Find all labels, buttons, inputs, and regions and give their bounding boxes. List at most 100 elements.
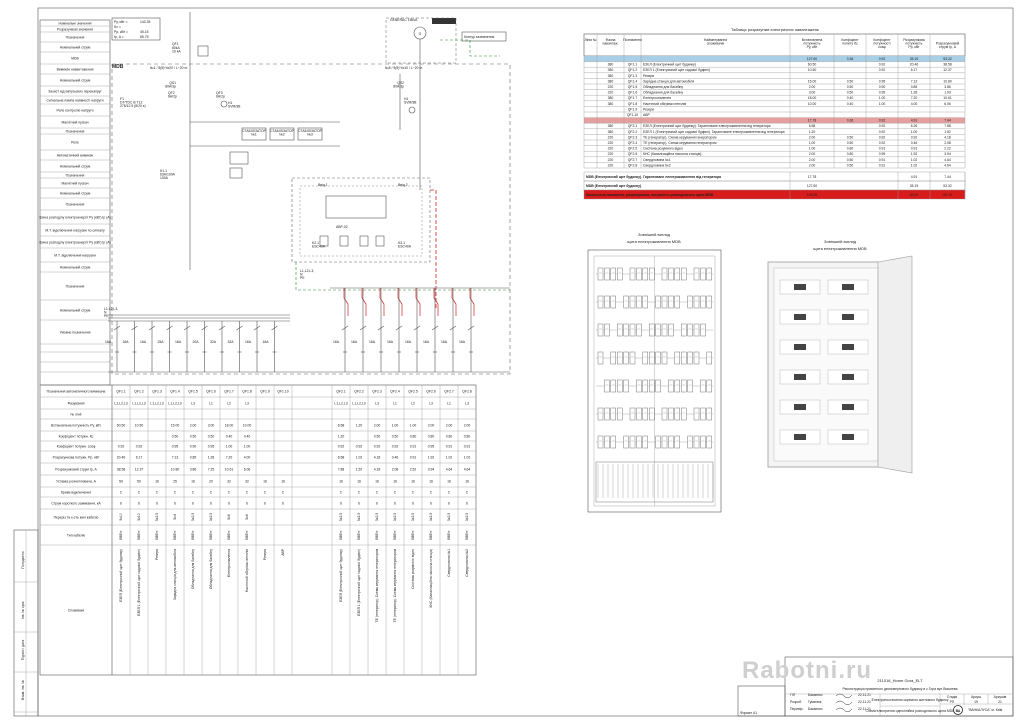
loads-row: 0.85	[911, 85, 918, 89]
table-cell: 20	[209, 480, 213, 484]
din-module	[681, 407, 687, 421]
din-module	[617, 351, 623, 365]
din-module	[597, 295, 604, 309]
loads-row: 6.17	[911, 68, 918, 72]
breaker-rating: 16A	[333, 340, 340, 344]
loads-row: 0.92	[879, 68, 886, 72]
din-module	[655, 379, 661, 393]
loads-calculation-table: Таблиця розрахунків електричних навантаж…	[583, 27, 966, 200]
din-module	[674, 379, 680, 393]
table-cell: 3x2.5	[411, 513, 415, 521]
table-cell: 6	[358, 502, 360, 506]
loads-row: 0.50	[847, 85, 854, 89]
loads-row: 380	[608, 74, 614, 78]
table-cell: 16	[339, 480, 343, 484]
din-module	[693, 351, 700, 365]
table-cell: L3	[465, 402, 469, 406]
outer-module-cover	[794, 374, 806, 380]
loads-total-row-fill	[584, 117, 965, 124]
loads-row: QF2.5	[628, 147, 638, 151]
breaker-rating: 32A	[227, 340, 234, 344]
loads-row: 4.18	[944, 135, 951, 139]
din-module	[623, 435, 629, 449]
outer-module-cover	[842, 344, 854, 350]
table-consumer: ЕЗЕЛ 1 (Електричний щит садової будівлі)	[137, 549, 141, 616]
loads-row: 0.95	[879, 152, 886, 156]
breaker-contact	[148, 325, 156, 331]
loads-row: 6.26	[911, 124, 918, 128]
loads-row: 0.95	[879, 91, 886, 95]
breaker-contact	[467, 325, 475, 331]
table-cell: 6	[394, 502, 396, 506]
din-module	[597, 407, 604, 421]
table-cell: 7.20	[226, 456, 233, 460]
table-cell: 0.80	[446, 435, 453, 439]
loads-row: 1.00	[809, 141, 816, 145]
table-cell: 0.92	[136, 445, 143, 449]
breaker-rating: 16A	[245, 340, 252, 344]
table-cell: 0.92	[392, 445, 399, 449]
sheet-label: Аркуш	[971, 695, 981, 699]
table-cell: 4.00	[244, 456, 251, 460]
din-module	[649, 379, 655, 393]
table-cell: 1.20	[356, 424, 363, 428]
loads-row: ТЕ (генератор). Схема керування генерато…	[643, 135, 717, 139]
loads-row: QF1.9	[628, 107, 638, 111]
din-module	[706, 267, 712, 281]
signal-link	[295, 262, 510, 291]
loads-row: 0.91	[879, 158, 886, 162]
breaker-contact	[218, 325, 226, 331]
table-cell: 0.40	[244, 435, 251, 439]
table-cell: 0.85	[190, 456, 197, 460]
table-cell: 16	[155, 480, 159, 484]
nominal-values-box	[111, 17, 161, 41]
table-cell: L3	[429, 402, 433, 406]
role-label: Перевір.	[790, 707, 804, 711]
loads-header: Лінія №	[584, 38, 596, 42]
table-cell: 1.20	[338, 435, 345, 439]
loads-row: 380	[608, 130, 614, 134]
din-module	[629, 267, 636, 281]
loads-row: 220	[608, 135, 614, 139]
loads-row: 0.92	[911, 135, 918, 139]
side-param-label: Номінальний струм	[60, 309, 91, 313]
object-name: Електропостачання окремого житлового буд…	[872, 698, 949, 702]
din-module	[642, 295, 648, 309]
avr-inner	[299, 185, 423, 257]
breaker-rating: 25A	[157, 340, 164, 344]
loads-row: 2.08	[944, 141, 951, 145]
din-module	[700, 407, 706, 421]
table-cell: 7.13	[172, 456, 179, 460]
table-row-label: Встановлена потужність Ру, кВт	[51, 424, 101, 428]
loads-row: 1.00	[911, 130, 918, 134]
loads-row: 0.40	[847, 102, 854, 106]
avr-input1: Ввід 1	[318, 183, 328, 187]
loads-summary-pu: 127.50	[807, 184, 817, 188]
table-cell: QF1.7	[224, 390, 234, 394]
table-cell: L2	[411, 402, 415, 406]
table-cell: 60.50	[117, 424, 126, 428]
table-cell: ВВГнг	[227, 530, 231, 540]
avr-label: АВР-02	[336, 225, 348, 229]
loads-row: ЕЗЕЛ 1 (Електричний щит садової будівлі)	[643, 68, 710, 72]
table-cell: 0.92	[338, 445, 345, 449]
loads-row: 38.58	[943, 63, 952, 67]
loads-total-row: 0.36	[847, 119, 854, 123]
table-consumer: Зарядна станція для автомобіля	[173, 549, 177, 600]
loads-row: 0.92	[879, 63, 886, 67]
side-param-label: Сигнальна лампа наявності напруги	[46, 99, 103, 103]
din-module	[610, 351, 616, 365]
table-cell: 0.46	[392, 456, 399, 460]
table-cell: 6	[412, 502, 414, 506]
table-consumer: Свердловина №2	[465, 549, 469, 577]
table-cell: QF1.9	[260, 390, 270, 394]
loads-row: 380	[608, 68, 614, 72]
project-code: 211016_Home Gora_ELT	[877, 678, 923, 683]
loads-row: 220	[608, 91, 614, 95]
table-cell: 1.02	[356, 456, 363, 460]
loads-row: 380	[608, 102, 614, 106]
table-cell: QF2.3	[372, 390, 382, 394]
table-cell: L1	[209, 402, 213, 406]
